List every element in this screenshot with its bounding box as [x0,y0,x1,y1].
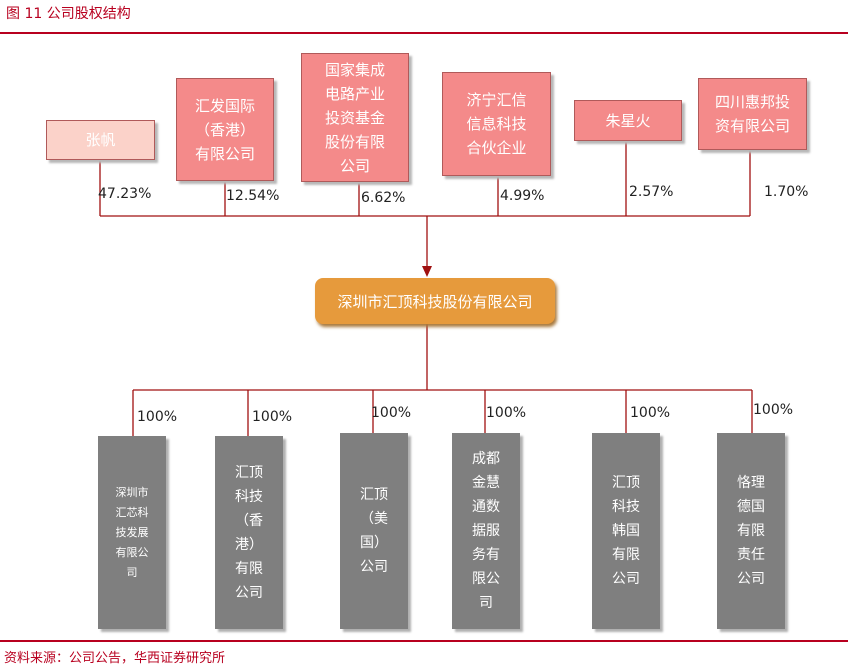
shareholder-box: 济宁汇信 信息科技 合伙企业 [442,72,551,176]
shareholder-box: 朱星火 [574,100,682,141]
shareholding-pct: 12.54% [226,188,280,204]
subsidiary-pct: 100% [630,405,671,421]
shareholder-box: 汇发国际 （香港） 有限公司 [176,78,274,181]
subsidiary-box: 深圳市 汇芯科 技发展 有限公 司 [98,436,166,629]
subsidiary-pct: 100% [486,405,527,421]
bottom-rule [0,640,848,642]
shareholder-box: 张帆 [46,120,155,160]
subsidiary-pct: 100% [137,409,178,425]
shareholding-pct: 1.70% [764,184,809,200]
shareholding-pct: 4.99% [500,188,545,204]
subsidiary-box: 恪理 德国 有限 责任 公司 [717,433,785,629]
subsidiary-box: 汇顶 科技 韩国 有限 公司 [592,433,660,629]
subsidiary-box: 汇顶 （美 国） 公司 [340,433,408,629]
subsidiary-box: 汇顶 科技 （香 港） 有限 公司 [215,436,283,629]
shareholding-pct: 47.23% [98,186,152,202]
company-box: 深圳市汇顶科技股份有限公司 [315,278,555,324]
shareholder-box: 四川惠邦投 资有限公司 [698,78,807,150]
shareholding-pct: 2.57% [629,184,674,200]
subsidiary-pct: 100% [252,409,293,425]
top-rule [0,32,848,34]
shareholding-pct: 6.62% [361,190,406,206]
figure-title: 图 11 公司股权结构 [6,6,131,22]
subsidiary-box: 成都 金慧 通数 据服 务有 限公 司 [452,433,520,629]
subsidiary-pct: 100% [753,402,794,418]
subsidiary-pct: 100% [371,405,412,421]
shareholder-box: 国家集成 电路产业 投资基金 股份有限 公司 [301,53,409,182]
figure-source: 资料来源：公司公告，华西证券研究所 [4,651,226,666]
